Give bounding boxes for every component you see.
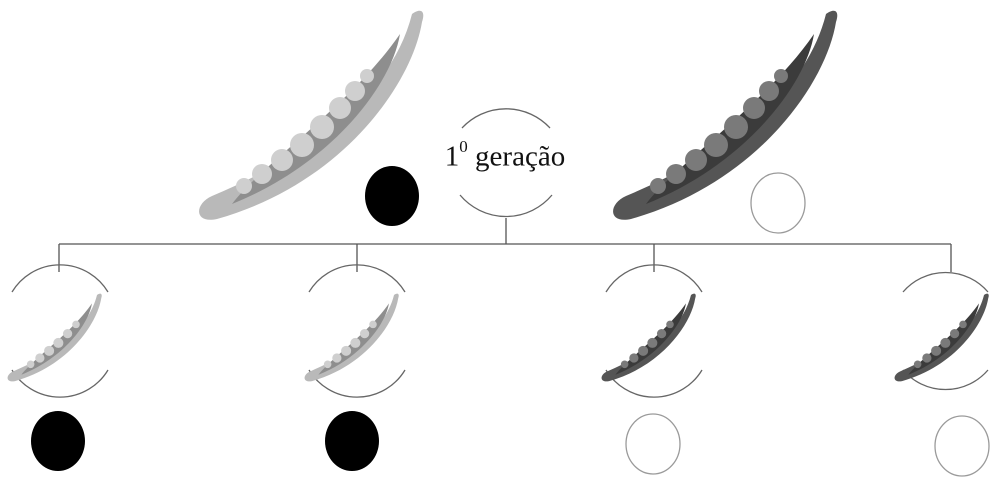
offspring-1-marker [31,411,85,471]
offspring-3 [602,265,702,474]
parent-right-pod [613,11,837,220]
offspring-3-marker [626,414,680,474]
generation-superscript: 0 [459,137,468,156]
generation-text: geração [475,141,565,173]
offspring-2-marker [325,411,379,471]
offspring-1 [8,265,108,471]
offspring-2 [305,265,405,471]
generation-arc-top [462,109,550,128]
generation-label: 10 geração [420,140,590,174]
offspring-4-marker [935,416,989,476]
parent-right-marker [751,173,805,233]
generation-arc-bottom [460,195,552,216]
generation-number: 1 [445,141,460,173]
connector-lines [59,218,951,272]
parent-left-marker [365,166,419,226]
offspring-4 [895,272,989,476]
